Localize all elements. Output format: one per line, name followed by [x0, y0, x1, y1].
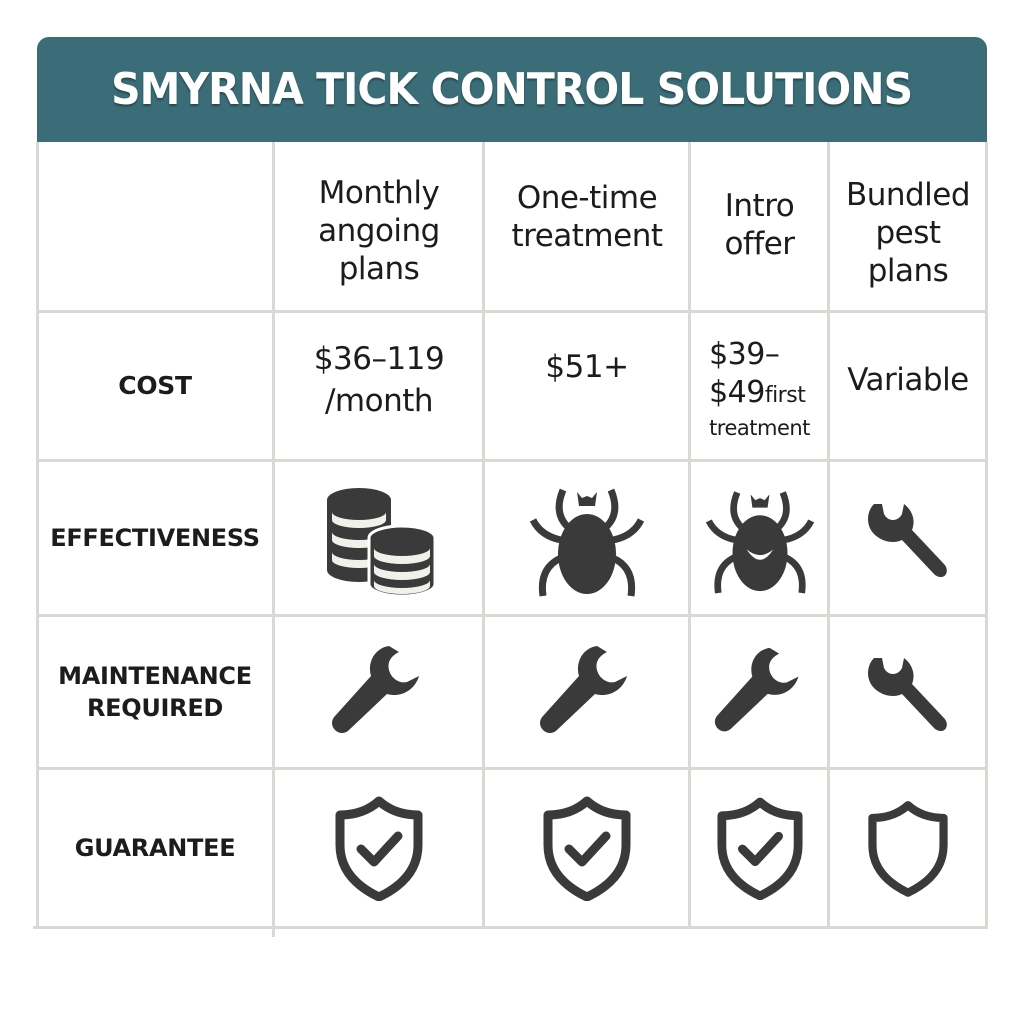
cost-monthly-plans: $36–119 /month: [313, 341, 445, 419]
row-label-cost: COST: [118, 371, 192, 400]
maintenance-intro-offer: [691, 617, 828, 767]
coin-stack-icon: [327, 488, 437, 596]
shield-check-icon: [543, 796, 631, 901]
effectiveness-intro-offer: [691, 462, 828, 614]
corner-cell: [37, 142, 273, 310]
cost-bundled-pest-plans: Variable: [847, 362, 969, 398]
tick-smile-icon: [705, 491, 814, 594]
wrench-icon: [540, 646, 627, 733]
shield-check-icon: [716, 797, 803, 900]
wrench-icon: [332, 646, 419, 733]
maintenance-one-time-treatment: [485, 617, 689, 767]
grid-line: [37, 310, 988, 313]
maintenance-bundled-pest-plans: [830, 617, 986, 767]
grid-line: [33, 926, 988, 929]
column-header-monthly-plans: Monthly angoing plans: [318, 175, 440, 287]
grid-line: [688, 142, 691, 929]
column-header-one-time-treatment: One-time treatment: [511, 180, 663, 254]
grid-line: [37, 459, 988, 462]
grid-line: [36, 142, 39, 929]
title-banner: SMYRNA TICK CONTROL SOLUTIONS: [37, 37, 987, 142]
guarantee-bundled-pest-plans: [830, 770, 986, 926]
grid-line: [482, 142, 485, 929]
grid-line: [272, 142, 275, 937]
row-label-maintenance-required: MAINTENANCE REQUIRED: [58, 662, 252, 722]
row-label-effectiveness: EFFECTIVENESS: [50, 524, 260, 552]
wrench-icon: [714, 647, 798, 732]
cost-intro-offer: $39– $49first treatment: [709, 336, 810, 440]
effectiveness-monthly-plans: [275, 462, 483, 614]
column-header-bundled-pest-plans: Bundled pest plans: [845, 177, 971, 289]
shield-check-icon: [335, 796, 423, 901]
column-header-intro-offer: Intro offer: [724, 188, 795, 262]
grid-line: [37, 767, 988, 770]
maintenance-monthly-plans: [275, 617, 483, 767]
grid-line: [37, 614, 988, 617]
wrench-icon: [868, 504, 947, 577]
guarantee-monthly-plans: [275, 770, 483, 926]
guarantee-intro-offer: [691, 770, 828, 926]
guarantee-one-time-treatment: [485, 770, 689, 926]
row-label-guarantee: GUARANTEE: [74, 834, 236, 862]
effectiveness-one-time-treatment: [485, 462, 689, 614]
cost-one-time-treatment: $51+: [545, 349, 629, 385]
effectiveness-bundled-pest-plans: [830, 462, 986, 614]
page-title: SMYRNA TICK CONTROL SOLUTIONS: [111, 64, 914, 115]
shield-icon: [868, 801, 948, 897]
grid-line: [985, 142, 988, 929]
tick-icon: [529, 488, 645, 597]
wrench-icon: [868, 658, 947, 731]
grid-line: [827, 142, 830, 929]
